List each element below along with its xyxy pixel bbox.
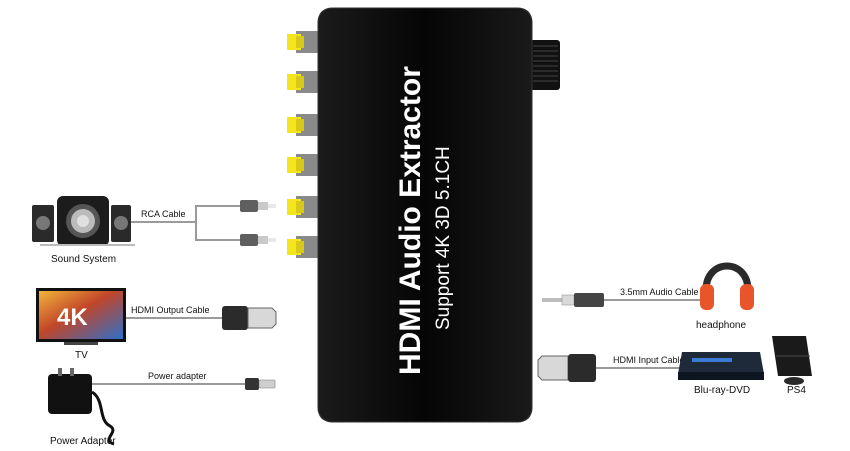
rca-jack-2 bbox=[287, 71, 318, 93]
device-subtitle: Support 4K 3D 5.1CH bbox=[433, 146, 454, 330]
volume-knob bbox=[530, 40, 560, 90]
rca-jack-3 bbox=[287, 114, 318, 136]
hdmi-audio-extractor-box: HDMI Audio Extractor Support 4K 3D 5.1CH bbox=[317, 7, 533, 423]
audio-cable-35mm-label: 3.5mm Audio Cable bbox=[620, 287, 699, 297]
power-adapter-cable: Power adapter bbox=[92, 371, 276, 390]
tv: 4K TV bbox=[36, 288, 126, 361]
rca-jacks bbox=[287, 31, 318, 258]
rca-jack-1 bbox=[287, 31, 318, 53]
bluray-label: Blu-ray-DVD bbox=[694, 385, 750, 396]
power-adapter-label: Power Adapter bbox=[50, 436, 116, 447]
rca-jack-4 bbox=[287, 154, 318, 176]
hdmi-input-cable: HDMI Input Cable bbox=[537, 354, 700, 382]
headphone-label: headphone bbox=[696, 320, 746, 331]
headphone: headphone bbox=[696, 262, 754, 331]
hdmi-input-cable-label: HDMI Input Cable bbox=[613, 355, 685, 365]
device-title: HDMI Audio Extractor bbox=[394, 66, 427, 375]
sound-system-label: Sound System bbox=[51, 254, 116, 265]
sound-system: Sound System bbox=[32, 196, 135, 265]
power-adapter-cable-label: Power adapter bbox=[148, 371, 207, 381]
hdmi-output-cable-label: HDMI Output Cable bbox=[131, 305, 210, 315]
rca-jack-6 bbox=[287, 236, 318, 258]
hdmi-output-cable: HDMI Output Cable bbox=[126, 305, 277, 330]
rca-jack-5 bbox=[287, 196, 318, 218]
tv-label: TV bbox=[75, 350, 88, 361]
bluray-player: Blu-ray-DVD bbox=[678, 352, 764, 396]
rca-cable-label: RCA Cable bbox=[141, 209, 186, 219]
tv-screen-text: 4K bbox=[57, 304, 88, 331]
ps4-console: PS4 bbox=[772, 336, 812, 396]
audio-cable-35mm: 3.5mm Audio Cable bbox=[542, 287, 704, 307]
rca-cable: RCA Cable bbox=[131, 200, 276, 246]
power-adapter: Power Adapter bbox=[48, 368, 116, 447]
ps4-label: PS4 bbox=[787, 385, 806, 396]
